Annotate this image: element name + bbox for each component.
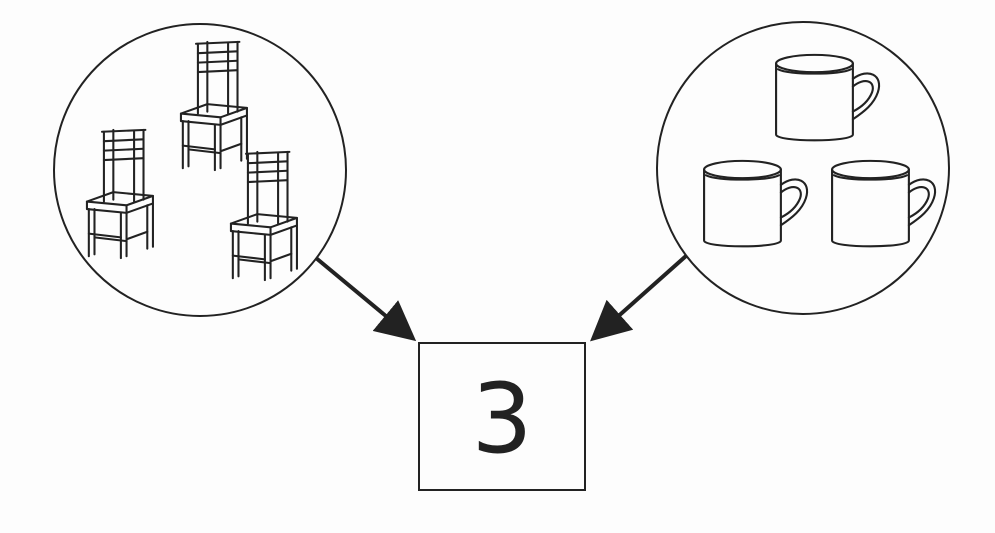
cup-icon (703, 159, 809, 248)
cup-icon (831, 159, 937, 248)
chairs-circle (53, 23, 347, 317)
cup-icon (775, 53, 881, 142)
right-arrow (590, 254, 688, 342)
left-arrow (314, 256, 417, 342)
chair-icon (85, 128, 155, 260)
cups-circle (656, 21, 950, 315)
chair-icon (179, 40, 249, 172)
chair-icon (229, 150, 299, 282)
result-number: 3 (471, 363, 532, 475)
cups-group (656, 21, 950, 315)
chairs-group (53, 23, 347, 317)
result-box: 3 (418, 342, 586, 491)
